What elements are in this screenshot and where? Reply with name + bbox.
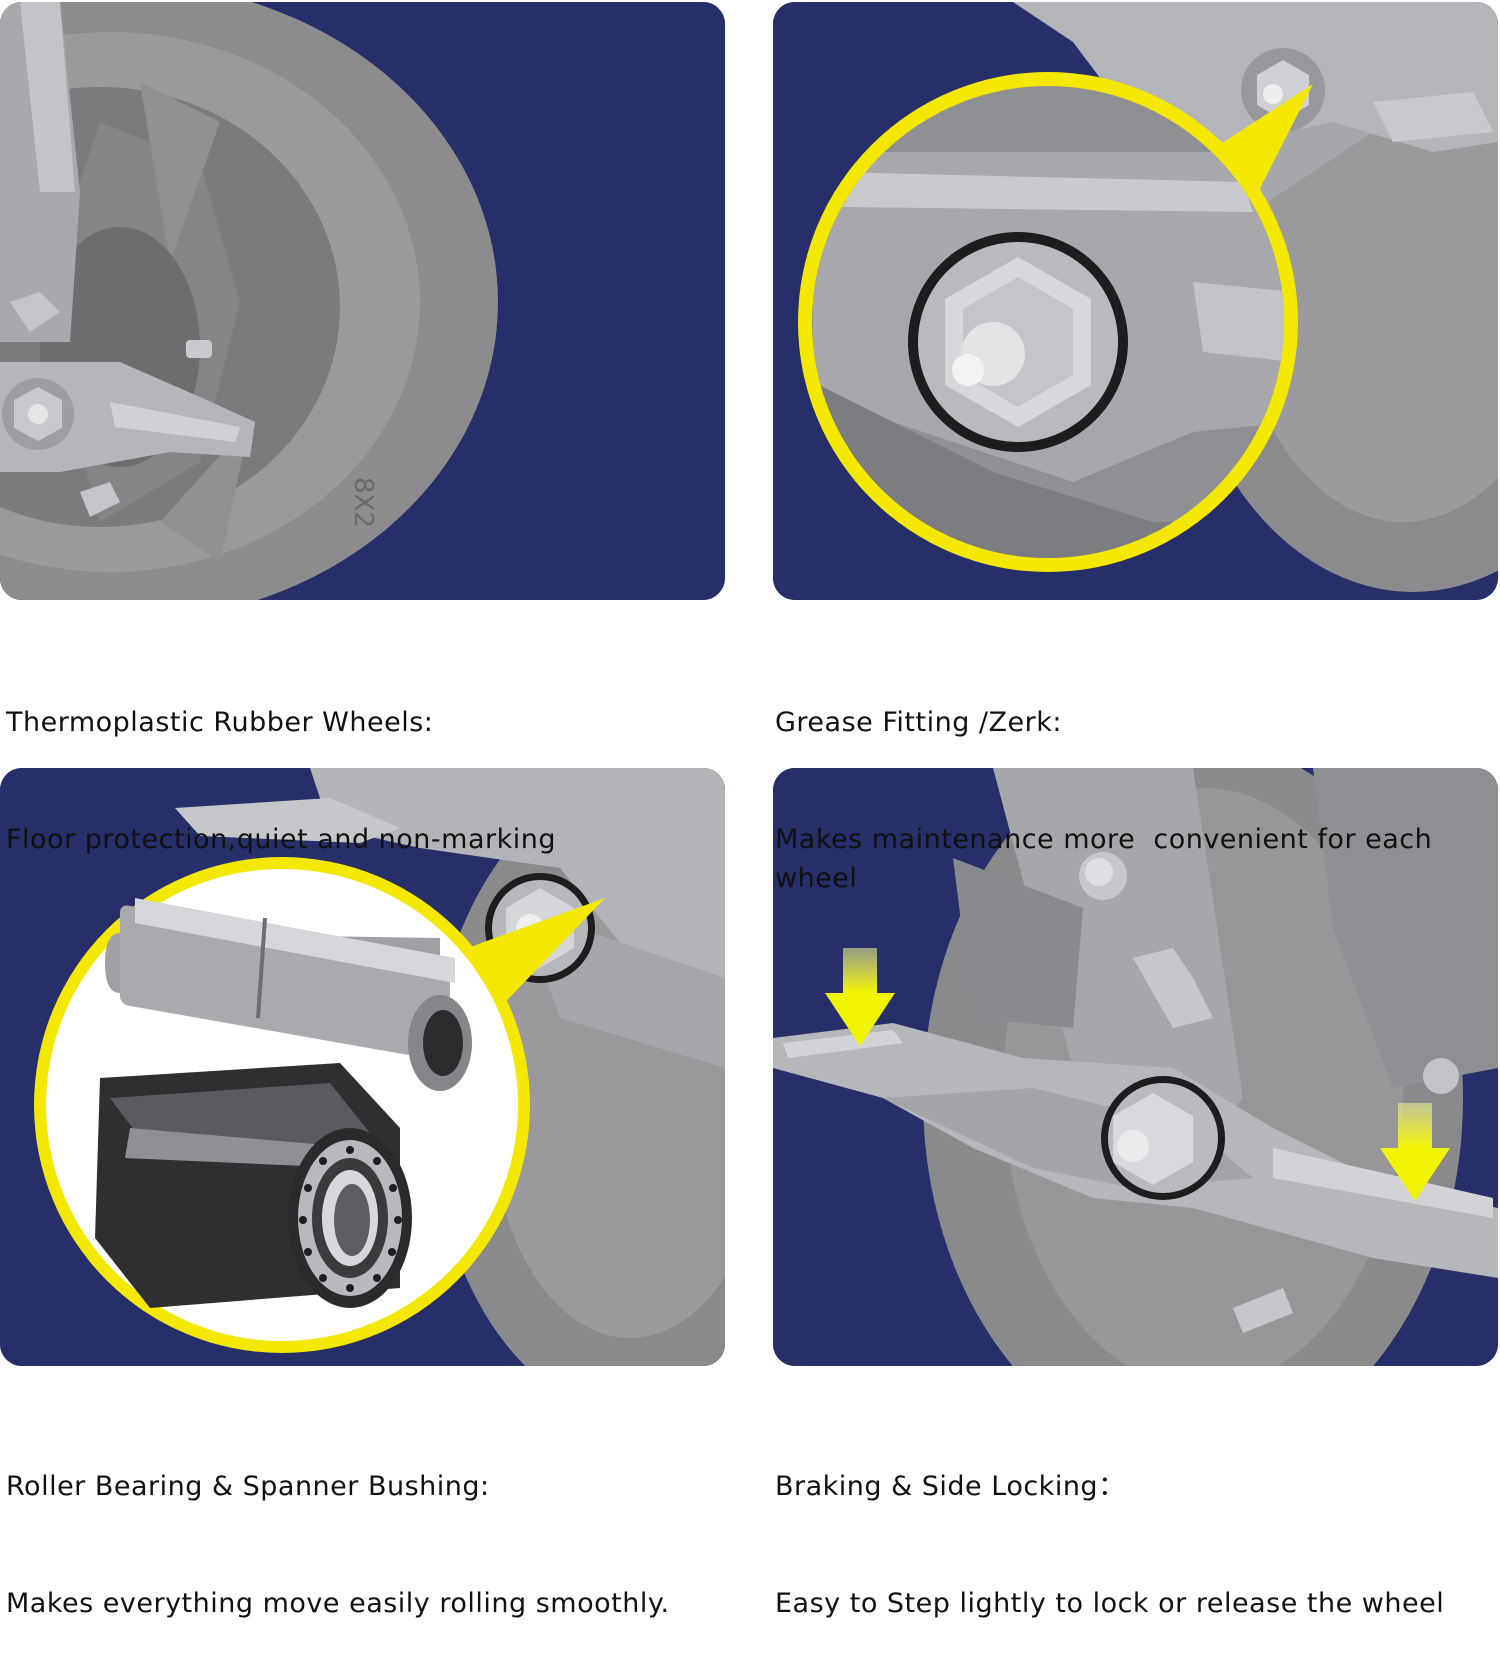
- feature-description: Floor protection,quiet and non-marking: [6, 824, 556, 855]
- feature-title: Braking & Side Locking：: [775, 1471, 1126, 1502]
- down-arrow-left-icon: [825, 948, 895, 1046]
- image-brake-pedal: [773, 768, 1498, 1366]
- feature-description: Makes everything move easily rolling smo…: [6, 1588, 670, 1619]
- grease-fitting-illustration: [773, 2, 1498, 600]
- feature-title: Roller Bearing & Spanner Bushing:: [6, 1471, 490, 1502]
- roller-bearing-illustration: [0, 768, 725, 1366]
- feature-title: Thermoplastic Rubber Wheels:: [6, 707, 434, 738]
- feature-title: Grease Fitting /Zerk:: [775, 707, 1062, 738]
- rubber-wheel-illustration: 8X2: [0, 2, 725, 600]
- feature-caption-roller-bearing: Roller Bearing & Spanner Bushing: Makes …: [6, 1389, 736, 1662]
- image-roller-bearing: [0, 768, 725, 1366]
- wheel-marking-text: 8X2: [348, 477, 378, 528]
- brake-pedal-illustration: [773, 768, 1498, 1366]
- feature-caption-grease-fitting: Grease Fitting /Zerk: Makes maintenance …: [775, 625, 1490, 937]
- image-grease-fitting: [773, 2, 1498, 600]
- feature-caption-braking: Braking & Side Locking： Easy to Step lig…: [775, 1389, 1500, 1662]
- image-rubber-wheel: 8X2: [0, 2, 725, 600]
- down-arrow-right-icon: [1380, 1103, 1450, 1201]
- feature-description: Makes maintenance more convenient for ea…: [775, 824, 1442, 894]
- feature-caption-rubber-wheels: Thermoplastic Rubber Wheels: Floor prote…: [6, 625, 736, 898]
- feature-description: Easy to Step lightly to lock or release …: [775, 1588, 1445, 1619]
